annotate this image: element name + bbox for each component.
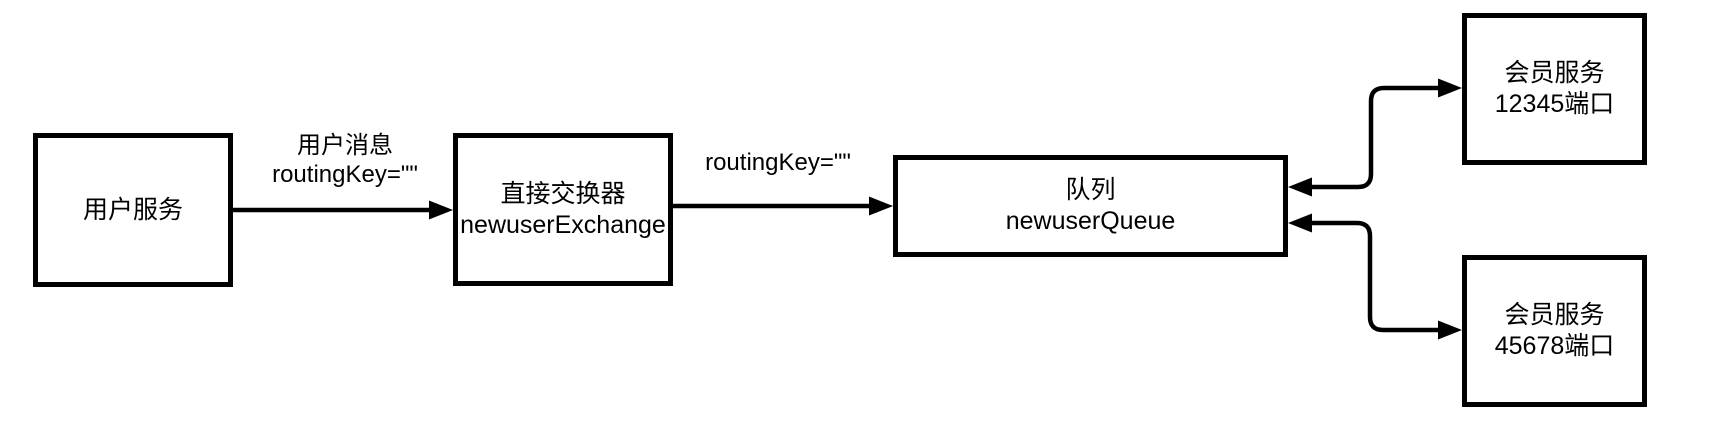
node-user-service: 用户服务 xyxy=(33,133,233,287)
edge-label-line2: routingKey="" xyxy=(272,161,418,188)
arrowhead-right-icon xyxy=(429,200,453,220)
node-label-line2: 45678端口 xyxy=(1494,332,1615,360)
edge-label-line1: routingKey="" xyxy=(705,149,851,176)
edge-line xyxy=(1308,85,1442,190)
arrowhead-right-icon xyxy=(1438,78,1462,98)
node-label-line1: 直接交换器 xyxy=(500,179,626,208)
edge-user-to-exchange xyxy=(233,200,453,220)
arrowhead-left-icon xyxy=(1288,177,1312,197)
node-label-line1: 会员服务 xyxy=(1504,59,1605,87)
node-direct-exchange: 直接交换器 newuserExchange xyxy=(453,133,673,286)
node-queue: 队列 newuserQueue xyxy=(893,155,1288,257)
edge-label-user-message: 用户消息 routingKey="" xyxy=(215,131,475,189)
edge-exchange-to-queue xyxy=(673,196,893,216)
edge-queue-member-2 xyxy=(1288,213,1462,340)
node-label-line2: 12345端口 xyxy=(1494,90,1615,118)
arrowhead-right-icon xyxy=(1438,320,1462,340)
edge-line xyxy=(1308,220,1442,333)
node-label-line1: 会员服务 xyxy=(1504,301,1605,329)
node-label-line2: newuserExchange xyxy=(460,210,666,239)
node-label-line1: 队列 xyxy=(1065,176,1116,204)
edge-label-routing-key: routingKey="" xyxy=(653,148,903,177)
edge-queue-member-1 xyxy=(1288,78,1462,197)
edge-label-line1: 用户消息 xyxy=(297,132,393,159)
node-member-service-45678: 会员服务 45678端口 xyxy=(1462,255,1647,407)
arrowhead-left-icon xyxy=(1288,213,1312,233)
arrowhead-right-icon xyxy=(869,196,893,216)
node-label-line2: newuserQueue xyxy=(1005,207,1176,235)
node-label: 用户服务 xyxy=(82,195,183,224)
node-member-service-12345: 会员服务 12345端口 xyxy=(1462,13,1647,165)
